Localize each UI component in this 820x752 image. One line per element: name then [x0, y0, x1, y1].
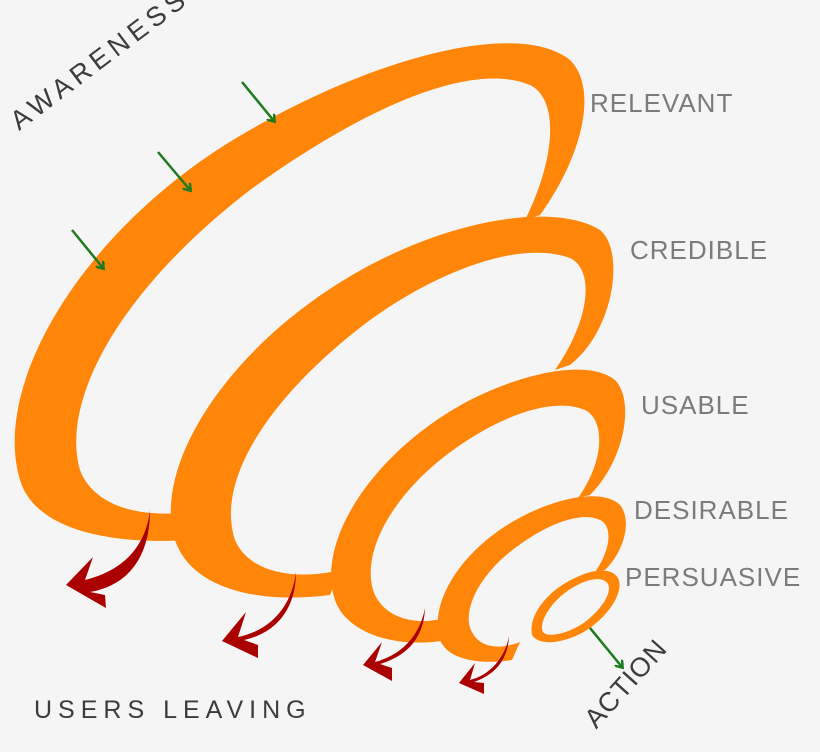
- ring-relevant: [14, 43, 585, 541]
- leaving-arrow-icon: [222, 572, 296, 658]
- ring-desirable: [437, 496, 626, 662]
- inflow-arrow-icon: [241, 81, 274, 121]
- leaving-arrow-icon: [363, 608, 425, 681]
- funnel-rings: [14, 43, 626, 662]
- stage-label-credible: CREDIBLE: [630, 235, 769, 265]
- leaving-arrow-icon: [66, 510, 150, 608]
- inflow-arrow-icon: [157, 151, 190, 190]
- ring-credible: [170, 216, 614, 598]
- leaving-arrow-icon: [459, 636, 509, 694]
- stage-label-usable: USABLE: [641, 390, 750, 420]
- inflow-arrows: [71, 81, 622, 667]
- stage-label-persuasive: PERSUASIVE: [625, 562, 802, 592]
- ring-persuasive: [531, 570, 620, 643]
- inflow-arrow-icon: [71, 229, 103, 268]
- outflow-arrows: [66, 510, 509, 694]
- stage-label-relevant: RELEVANT: [590, 88, 734, 118]
- users-leaving-label: USERS LEAVING: [34, 696, 312, 724]
- ring-usable: [331, 369, 626, 643]
- action-arrow-icon: [589, 627, 622, 667]
- stage-label-desirable: DESIRABLE: [634, 495, 789, 525]
